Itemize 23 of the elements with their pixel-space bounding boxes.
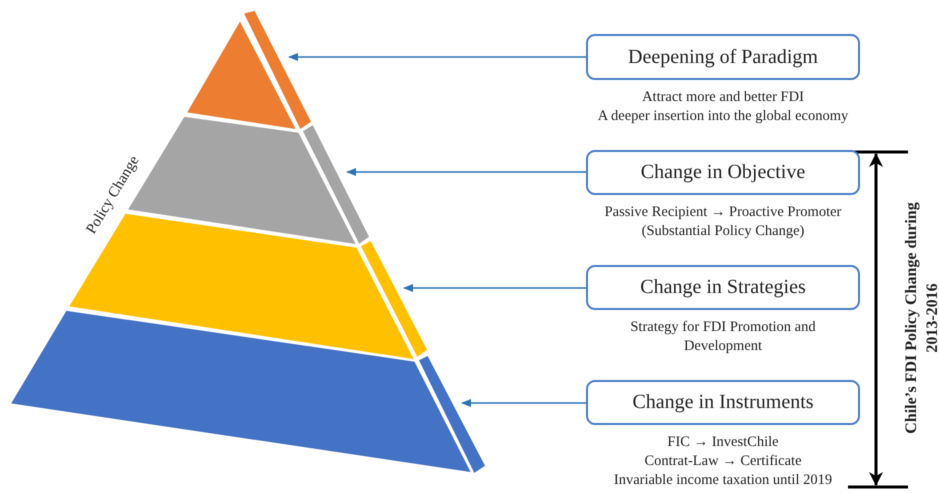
stage-box [586, 34, 860, 80]
box-note: Passive Recipient → Proactive Promoter [604, 203, 842, 222]
range-label: Chile’s FDI Policy Change during 2013-2016 [902, 201, 939, 436]
box-title: Change in Objective [640, 161, 806, 184]
box-title: Change in Strategies [640, 276, 806, 299]
arrow [288, 53, 586, 61]
box-note: A deeper insertion into the global economy [598, 107, 848, 126]
pyramid-layer [8, 309, 487, 476]
stage-box [586, 265, 860, 310]
arrow [403, 284, 586, 292]
arrow [346, 168, 586, 176]
box-note: Contrat-Law → Certificate [644, 452, 802, 471]
box-title: Change in Instruments [632, 391, 814, 414]
box-title: Deepening of Paradigm [628, 46, 818, 68]
box-note: Invariable income taxation until 2019 [614, 471, 832, 490]
box-note: Strategy for FDI Promotion and Development [629, 318, 817, 356]
stage-box [586, 380, 860, 425]
stage-box [586, 150, 860, 195]
pyramid-layer [184, 9, 313, 132]
box-note: FIC → InvestChile [667, 433, 779, 452]
box-note: (Substantial Policy Change) [642, 222, 804, 241]
arrow [461, 399, 586, 407]
box-note: Attract more and better FDI [642, 88, 804, 107]
